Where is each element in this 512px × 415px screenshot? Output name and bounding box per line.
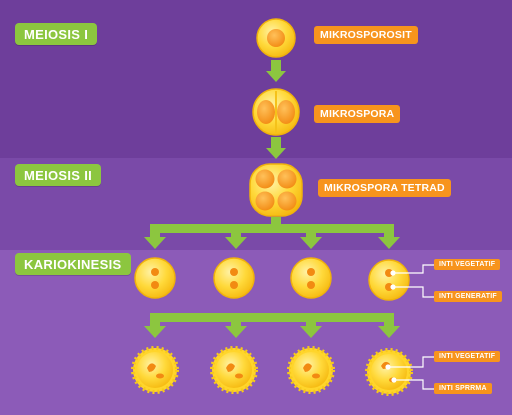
nucleus-pointer-lines-2: [385, 356, 434, 390]
pollen-cell-2: [210, 346, 258, 394]
split-arrows-2: [144, 313, 400, 338]
stage-label-kariokinesis: KARIOKINESIS: [15, 253, 131, 275]
stage-label-meiosis-2: MEIOSIS II: [15, 164, 102, 186]
arrow-down-2: [266, 137, 286, 159]
pollen-cell-4: [365, 348, 413, 396]
microspore-cell-2: [213, 257, 255, 299]
label-microsporocyte: MIKROSPOROSIT: [314, 26, 418, 44]
pollen-cell-3: [287, 346, 335, 394]
tetrad-cell: [249, 163, 303, 217]
split-arrows-1: [144, 217, 400, 249]
stage-label-meiosis-1: MEIOSIS I: [15, 23, 98, 45]
kariokinesis-band: [0, 250, 512, 415]
label-microspore: MIKROSPORA: [314, 105, 401, 123]
arrow-down-1: [266, 60, 286, 82]
label-tetrad: MIKROSPORA TETRAD: [318, 179, 451, 197]
microspore-cell-1: [134, 257, 176, 299]
microspore-dyad-cell: [252, 88, 300, 136]
tag-vegetative-nucleus-2: INTI VEGETATIF: [434, 351, 501, 362]
microspore-cell-3: [290, 257, 332, 299]
microsporocyte-cell: [256, 18, 296, 58]
tag-sperm-nucleus: INTI SPRRMA: [434, 383, 492, 394]
pollen-cell-1: [131, 346, 179, 394]
tag-vegetative-nucleus-1: INTI VEGETATIF: [434, 259, 501, 270]
tag-generative-nucleus: INTI GENERATIF: [434, 291, 502, 302]
microspore-cell-4: [368, 259, 410, 301]
nucleus-pointer-lines-1: [390, 264, 434, 298]
